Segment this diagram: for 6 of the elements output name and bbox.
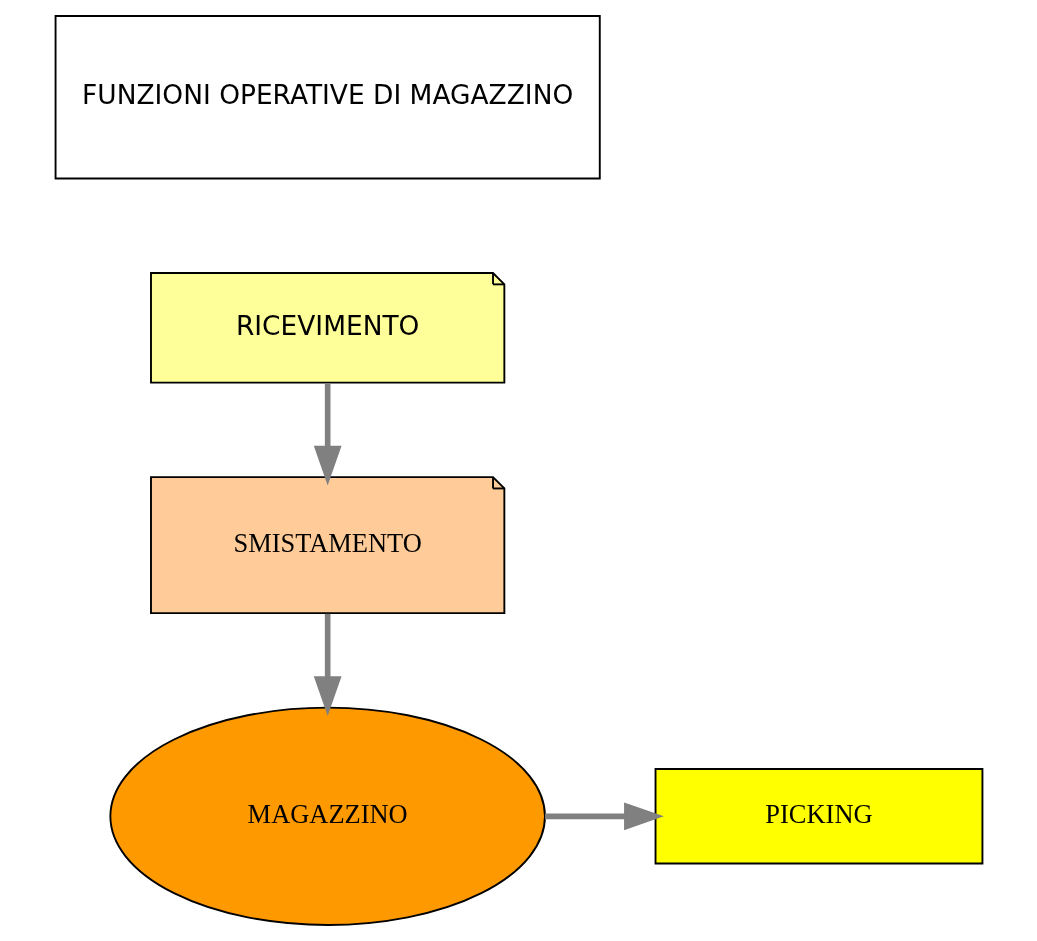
node-ellipse: MAGAZZINO	[108, 706, 546, 926]
node-box: FUNZIONI OPERATIVE DI MAGAZZINO	[54, 15, 601, 180]
arrow	[313, 383, 342, 486]
arrow	[544, 802, 664, 831]
node-box: PICKING	[654, 768, 983, 865]
arrow	[313, 613, 342, 717]
